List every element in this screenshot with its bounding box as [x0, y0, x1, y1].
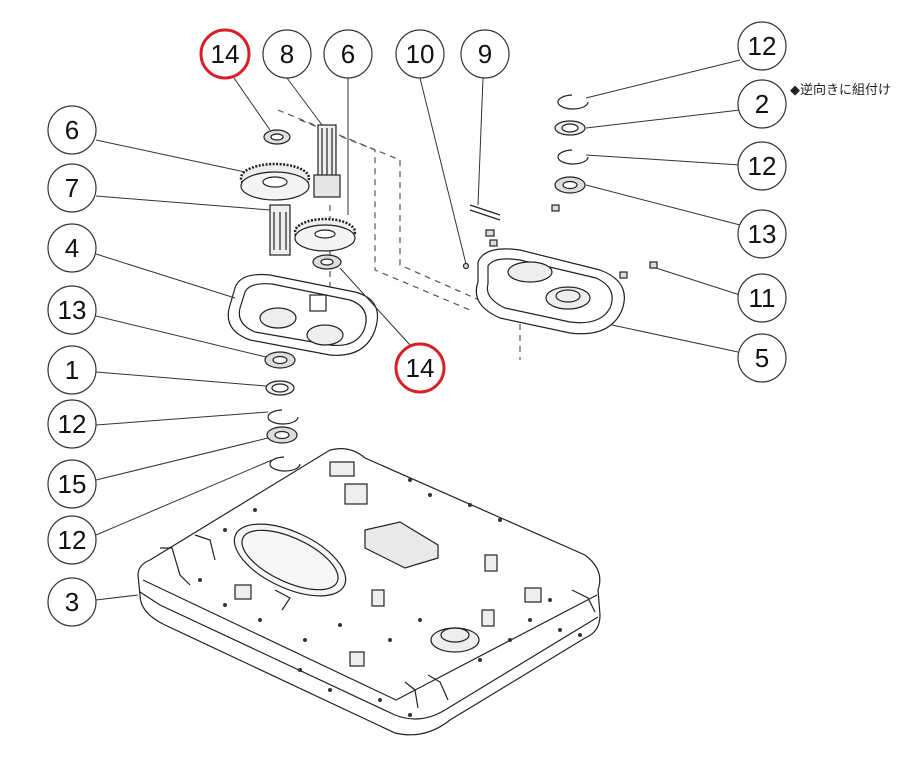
callout-label: 10 — [406, 39, 435, 69]
callout-group: 14 8 6 10 9 12 2 12 13 11 5 6 7 4 13 1 1… — [47, 21, 787, 627]
callout-label: 12 — [748, 31, 777, 61]
callout-14-top: 14 — [199, 28, 251, 80]
callout-6-left: 6 — [47, 105, 97, 155]
callout-label: 11 — [749, 283, 776, 313]
gearbox-cover — [227, 273, 379, 356]
reverse-assembly-note: ◆逆向きに組付け — [790, 82, 891, 98]
callout-label: 2 — [755, 89, 769, 119]
callout-4: 4 — [47, 223, 97, 273]
callout-11: 11 — [737, 273, 787, 323]
gears — [239, 162, 357, 252]
callout-label: 15 — [58, 469, 87, 499]
callout-label: 13 — [58, 295, 87, 325]
callout-6-top: 6 — [323, 29, 373, 79]
bolts — [462, 204, 658, 279]
pinion-shaft — [269, 204, 291, 256]
base-plate — [137, 448, 601, 736]
callout-8: 8 — [262, 29, 312, 79]
callout-label: 12 — [58, 525, 87, 555]
callout-12-d: 12 — [47, 515, 97, 565]
callout-13-right: 13 — [737, 209, 787, 259]
upper-gearbox — [475, 248, 625, 335]
callout-label: 12 — [58, 409, 87, 439]
parts-drawing — [95, 59, 741, 736]
callout-2: 2 — [737, 79, 787, 129]
callout-label: 14 — [406, 353, 435, 383]
callout-3: 3 — [47, 577, 97, 627]
snap-rings — [267, 94, 589, 472]
callout-label: 6 — [341, 39, 355, 69]
callout-label: 7 — [65, 173, 79, 203]
callout-13-left: 13 — [47, 285, 97, 335]
callout-9: 9 — [460, 29, 510, 79]
callout-label: 8 — [280, 39, 294, 69]
callout-10: 10 — [395, 29, 445, 79]
callout-5: 5 — [737, 333, 787, 383]
callout-12-a: 12 — [737, 21, 787, 71]
callout-label: 3 — [65, 587, 79, 617]
callout-12-b: 12 — [737, 141, 787, 191]
callout-label: 13 — [748, 219, 777, 249]
callout-label: 1 — [65, 355, 79, 385]
callout-14-mid: 14 — [394, 342, 446, 394]
callout-label: 6 — [65, 115, 79, 145]
callout-15: 15 — [47, 459, 97, 509]
shaft — [313, 124, 341, 198]
bearings — [263, 120, 586, 444]
callout-label: 14 — [211, 39, 240, 69]
callout-12-c: 12 — [47, 399, 97, 449]
callout-label: 5 — [755, 343, 769, 373]
leader-lines — [95, 59, 741, 601]
callout-1: 1 — [47, 345, 97, 395]
callout-label: 9 — [478, 39, 492, 69]
callout-label: 4 — [65, 233, 79, 263]
callout-7: 7 — [47, 163, 97, 213]
callout-label: 12 — [748, 151, 777, 181]
